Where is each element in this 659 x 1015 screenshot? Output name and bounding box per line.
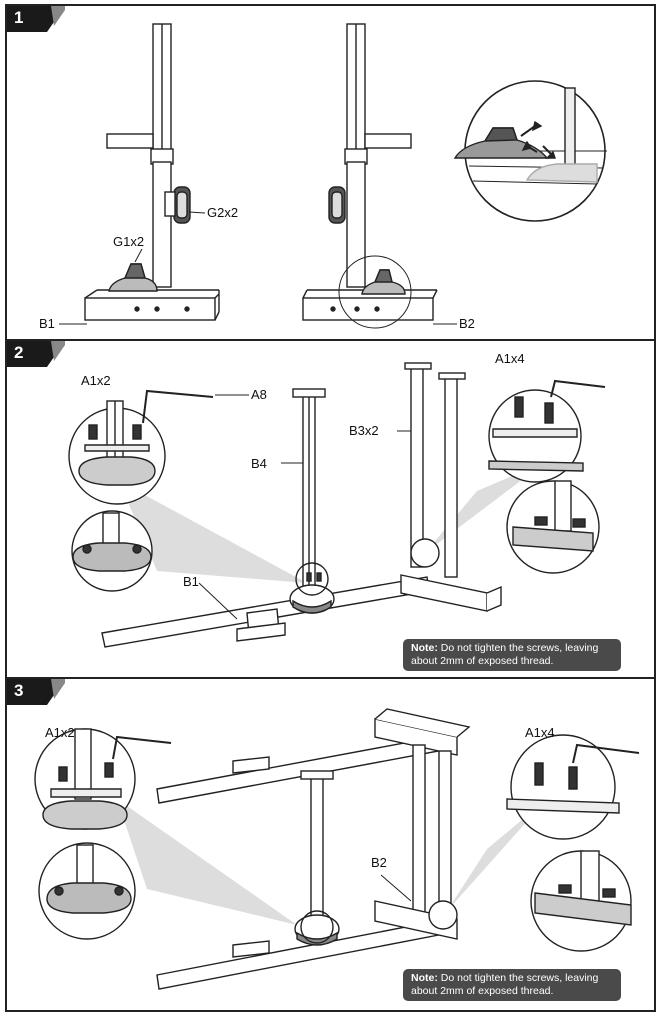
note-prefix: Note:: [411, 642, 438, 654]
step-3-frame: [156, 708, 471, 990]
label-a8: A8: [251, 387, 267, 402]
left-detail-circle-bottom: [38, 842, 136, 940]
step-2-number: 2: [14, 343, 24, 362]
step-1-tab: [7, 6, 65, 32]
step-3-number: 3: [14, 681, 24, 700]
step-2-panel: 2: [5, 339, 656, 679]
step-2-tab: [7, 341, 65, 367]
foot-detail-circle: [453, 80, 607, 222]
label-b1: B1: [39, 316, 55, 331]
step-3-tab: [7, 679, 65, 705]
step-1-panel: 1: [5, 4, 656, 341]
label-a1-right: A1x4: [495, 351, 525, 366]
note-text: Do not tighten the screws, leaving about…: [411, 642, 599, 667]
note-prefix: Note:: [411, 972, 438, 984]
label-b4: B4: [251, 456, 267, 471]
step-3-panel: 3: [5, 677, 656, 1012]
left-detail-circle-top: [34, 728, 172, 830]
note-box-step-2: Note: Do not tighten the screws, leaving…: [403, 639, 621, 671]
right-detail-circle-top: [506, 734, 640, 840]
step-1-number: 1: [14, 8, 24, 27]
label-a1-left: A1x2: [45, 725, 75, 740]
step-3-illustration: [34, 708, 640, 990]
right-detail-circle-top: [488, 379, 606, 483]
left-detail-circle-bottom: [71, 510, 153, 592]
label-b2: B2: [371, 855, 387, 870]
label-g1: G1x2: [113, 234, 145, 249]
g1-foot-right: [361, 269, 406, 295]
step-1-illustration: [59, 23, 607, 329]
step-2-illustration: [68, 362, 606, 648]
note-text: Do not tighten the screws, leaving about…: [411, 972, 599, 997]
note-box-step-3: Note: Do not tighten the screws, leaving…: [403, 969, 621, 1001]
g2-clip-right: [328, 186, 346, 224]
right-leg-frame: [302, 23, 438, 321]
label-a1-left: A1x2: [81, 373, 111, 388]
left-leg-frame: [84, 23, 220, 321]
label-b3: B3x2: [349, 423, 379, 438]
label-a1-right: A1x4: [525, 725, 555, 740]
step-2-frame: [101, 362, 502, 648]
left-detail-circle-top: [68, 389, 214, 505]
label-b1: B1: [183, 574, 199, 589]
label-g2: G2x2: [207, 205, 239, 220]
g1-foot-left: [108, 263, 158, 292]
label-b2: B2: [459, 316, 475, 331]
right-detail-circle-bottom: [530, 850, 632, 952]
g2-clip-left: [164, 186, 191, 224]
right-detail-circle-bottom: [506, 480, 600, 574]
